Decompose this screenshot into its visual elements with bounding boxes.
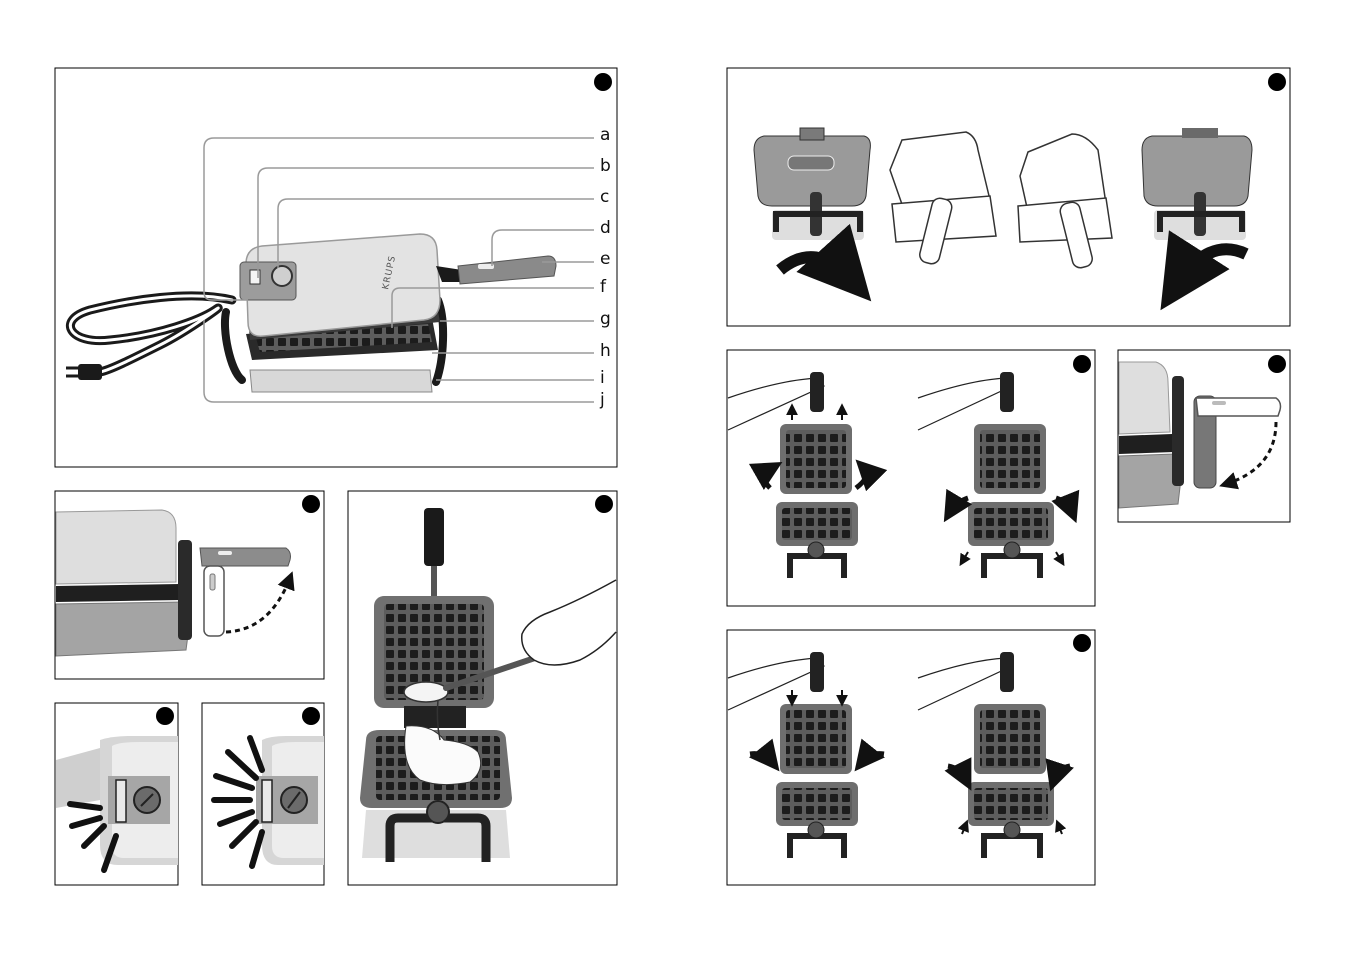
step-badge <box>302 495 320 513</box>
step-badge <box>1268 73 1286 91</box>
step-badge <box>302 707 320 725</box>
step-badge <box>594 73 612 91</box>
step-badge <box>1073 355 1091 373</box>
step-badge <box>1073 634 1091 652</box>
step-badge <box>595 495 613 513</box>
label-j: j <box>599 390 605 410</box>
label-f: f <box>600 277 607 297</box>
label-e: e <box>600 249 610 269</box>
thermostat-knob[interactable] <box>272 266 292 286</box>
label-d: d <box>600 218 611 238</box>
label-i: i <box>600 368 605 388</box>
indicator-light <box>262 780 272 822</box>
step-badge <box>156 707 174 725</box>
label-b: b <box>600 156 611 176</box>
panel-ready-light <box>202 703 324 885</box>
label-a: a <box>600 125 610 145</box>
panel-handle-fold-right <box>55 491 324 679</box>
panel-pour-batter <box>348 491 617 885</box>
panel-rotate-steps <box>727 68 1290 326</box>
panel-power-light <box>55 703 178 885</box>
step-badge <box>1268 355 1286 373</box>
panel-plate-removal <box>727 350 1095 606</box>
indicator-light <box>116 780 126 822</box>
panel-parts-diagram: KRUPS a b c d e f g <box>55 68 617 467</box>
control-closeup <box>256 736 324 865</box>
label-h: h <box>600 341 611 361</box>
panel-plate-insertion <box>727 630 1095 885</box>
panel-handle-unfold <box>1118 350 1290 522</box>
label-c: c <box>600 187 609 207</box>
label-g: g <box>600 309 611 329</box>
